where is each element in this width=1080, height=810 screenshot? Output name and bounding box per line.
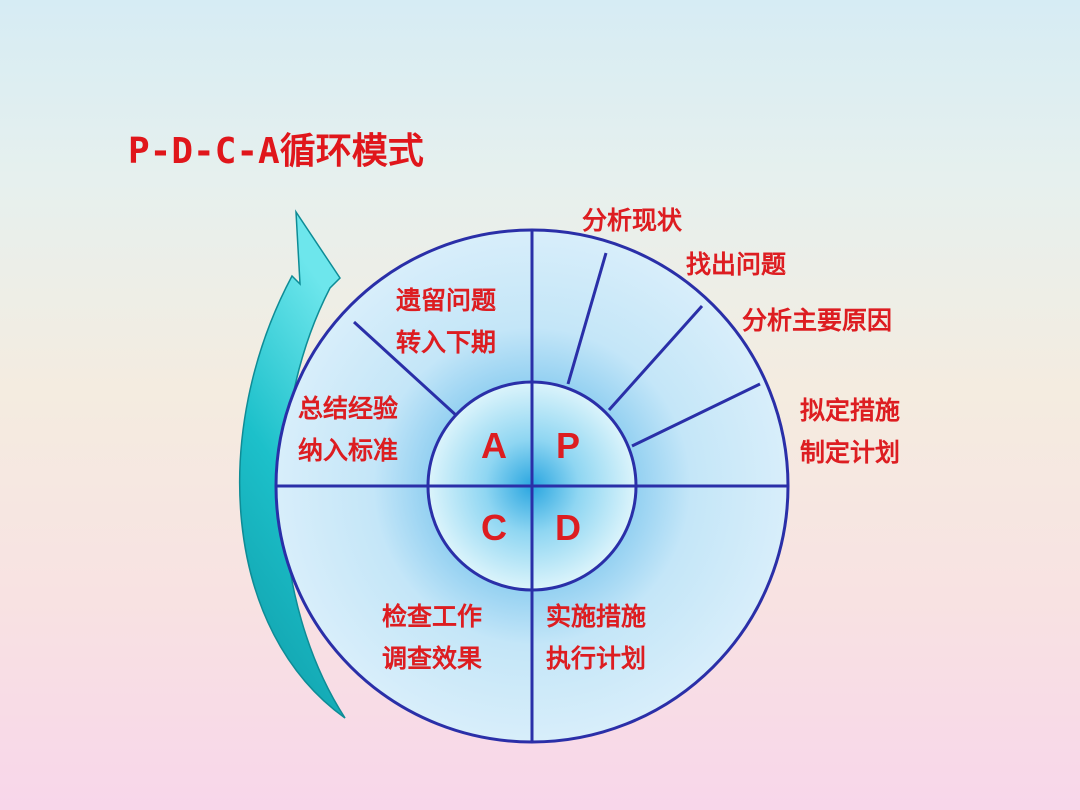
plan-step-draft-measures: 拟定措施 xyxy=(800,396,901,425)
act-divider xyxy=(352,320,460,419)
quadrant-letter-plan: P xyxy=(555,425,580,466)
plan-step-analyze-status: 分析现状 xyxy=(582,206,683,235)
act-carry-over-label: 遗留问题 转入下期 xyxy=(396,280,496,364)
page-title: P-D-C-A循环模式 xyxy=(128,131,424,172)
plan-divider-1 xyxy=(566,252,608,385)
act-standardize-line1: 总结经验 xyxy=(298,394,399,423)
quadrant-letter-check: C xyxy=(481,507,507,548)
do-label: 实施措施 执行计划 xyxy=(546,596,646,680)
check-line1: 检查工作 xyxy=(382,602,483,631)
do-line2: 执行计划 xyxy=(546,644,647,673)
plan-step-analyze-causes: 分析主要原因 xyxy=(742,306,893,335)
check-label: 检查工作 调查效果 xyxy=(382,596,482,680)
act-carry-over-line2: 转入下期 xyxy=(396,328,497,357)
check-line2: 调查效果 xyxy=(382,644,483,673)
plan-divider-2 xyxy=(607,305,704,411)
quadrant-letter-act: A xyxy=(481,425,507,466)
plan-step-find-problems: 找出问题 xyxy=(686,250,787,279)
do-line1: 实施措施 xyxy=(546,602,647,631)
plan-step-make-plan: 制定计划 xyxy=(800,438,901,467)
plan-divider-3 xyxy=(631,382,761,448)
quadrant-letter-do: D xyxy=(555,507,581,548)
act-standardize-label: 总结经验 纳入标准 xyxy=(298,388,398,472)
act-standardize-line2: 纳入标准 xyxy=(298,436,399,465)
act-carry-over-line1: 遗留问题 xyxy=(396,286,497,315)
